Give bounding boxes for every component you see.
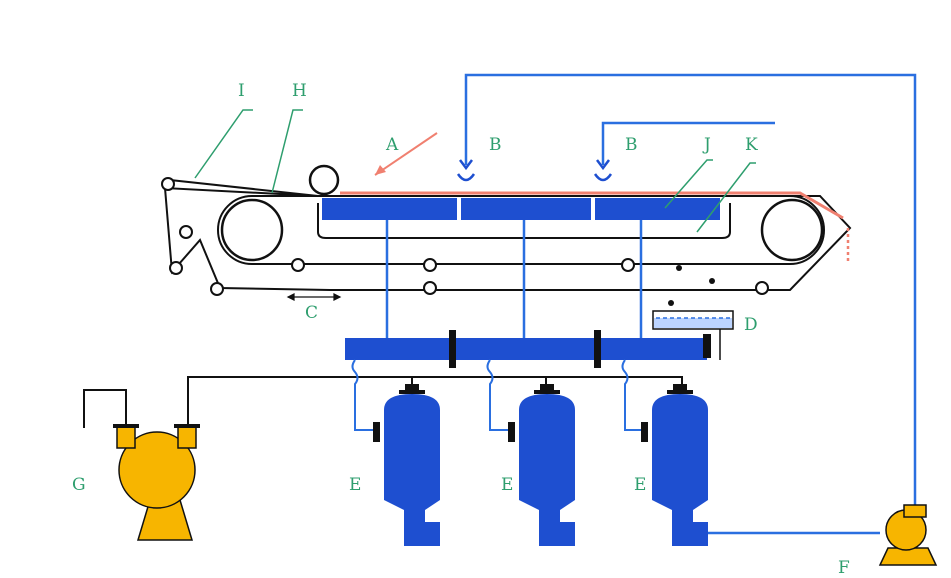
vacuum-line	[83, 376, 683, 428]
press-roller	[308, 164, 340, 196]
vacuum-drop-pipes	[385, 220, 643, 338]
vacuum-pump-flanges	[113, 424, 200, 428]
leader-lines	[194, 109, 756, 233]
labels: I H A B B J K C D G E E E F	[72, 81, 850, 578]
spray-marks	[668, 265, 715, 306]
feed-arrow-head	[375, 165, 386, 175]
roller	[755, 281, 769, 295]
label-A: A	[385, 135, 399, 155]
wash-trough	[652, 310, 734, 360]
wash-pipe-2	[601, 121, 775, 165]
label-J: J	[702, 135, 711, 155]
vacuum-manifold	[345, 338, 707, 360]
roller	[210, 282, 224, 296]
drums	[220, 164, 824, 262]
filter-cake	[340, 191, 844, 220]
label-B-2: B	[625, 135, 638, 155]
label-B-1: B	[489, 135, 502, 155]
receiver-2	[508, 384, 575, 546]
label-E-3: E	[634, 475, 646, 495]
label-D: D	[744, 315, 758, 335]
label-C: C	[305, 303, 318, 323]
label-K: K	[745, 135, 758, 155]
vacuum-box-1	[322, 198, 457, 220]
roller	[291, 258, 305, 272]
roller	[423, 258, 437, 272]
tail-drum	[760, 198, 824, 262]
wash-feed-pipes	[464, 73, 917, 508]
vacuum-boxes	[322, 198, 720, 220]
manifold-valves	[449, 330, 711, 368]
vacuum-box-2	[461, 198, 591, 220]
nozzle-2	[593, 173, 613, 182]
receiver-feed-pipes	[351, 359, 643, 431]
receiver-1	[373, 384, 440, 546]
label-G: G	[72, 475, 86, 495]
wash-pipe-1	[464, 73, 917, 508]
spray-nozzles	[456, 159, 613, 182]
arrow-1	[459, 159, 473, 171]
conveyor-belt	[217, 195, 825, 265]
arrow-2	[596, 159, 610, 171]
feed-arrow	[374, 132, 438, 176]
filtrate-receivers	[373, 384, 708, 546]
roller	[169, 261, 183, 275]
label-I: I	[238, 81, 245, 101]
receiver-3	[641, 384, 708, 546]
tension-arrow	[286, 293, 342, 301]
label-F: F	[838, 558, 850, 578]
nozzle-1	[456, 173, 476, 182]
label-H: H	[292, 81, 307, 101]
vacuum-box-3	[595, 198, 720, 220]
label-E-2: E	[501, 475, 513, 495]
label-E-1: E	[349, 475, 361, 495]
filtrate-pump	[878, 504, 938, 566]
idler-rollers	[161, 177, 769, 296]
roller	[179, 225, 193, 239]
roller	[161, 177, 175, 191]
roller	[621, 258, 635, 272]
roller	[423, 281, 437, 295]
vacuum-pump	[116, 425, 197, 541]
drive-drum	[220, 198, 284, 262]
